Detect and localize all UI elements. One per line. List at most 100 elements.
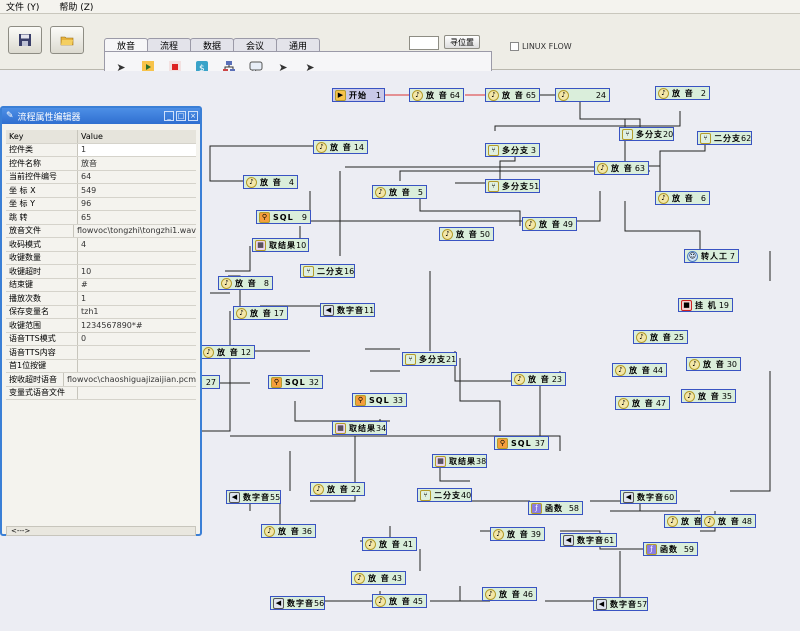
cursor-tool-icon[interactable]: ➤ [278,60,288,74]
property-row[interactable]: 控件名称放音 [6,157,196,171]
flow-node-play-24[interactable]: ♪24 [555,88,610,102]
play-tool-icon[interactable] [140,59,156,75]
cursor2-tool-icon[interactable]: ➤ [305,60,315,74]
open-button[interactable] [50,26,84,54]
property-value[interactable] [78,252,196,265]
property-row[interactable]: 结束键# [6,278,196,292]
flow-node-play-27[interactable]: 27 [200,375,220,389]
menu-file[interactable]: 文件 (Y) [6,3,40,13]
checkbox-box[interactable] [510,42,519,51]
property-value[interactable] [78,360,196,373]
property-value[interactable]: 1 [78,143,196,156]
property-value[interactable]: flowvoc\tongzhi\tongzhi1.wav [76,226,196,236]
tab-meeting[interactable]: 会议 [233,38,277,52]
tab-play[interactable]: 放音 [104,38,148,52]
property-value[interactable]: 1 [81,293,87,303]
property-value[interactable]: 64 [81,172,92,182]
locate-button[interactable]: 寻位置 [444,35,480,49]
property-value[interactable]: 4 [81,239,87,249]
dollar-tool-icon[interactable]: $ [194,59,210,75]
linux-flow-checkbox[interactable]: LINUX FLOW [510,42,572,51]
property-value[interactable]: 1234567890*# [81,320,143,330]
property-value[interactable]: tzh1 [81,307,99,317]
property-value[interactable]: 0 [81,334,87,344]
property-value[interactable]: 96 [81,199,92,209]
locate-input[interactable] [409,36,439,50]
minimize-icon[interactable]: _ [164,111,174,121]
property-row[interactable]: 变量式语音文件 [6,386,196,400]
maximize-icon[interactable]: □ [176,111,186,121]
tab-flow[interactable]: 流程 [147,38,191,52]
property-row[interactable]: 收键数量 [6,251,196,265]
property-row[interactable]: 语音TTS内容 [6,346,196,360]
property-value[interactable]: 549 [81,185,97,195]
menu-help[interactable]: 帮助 (Z) [59,3,94,13]
property-value[interactable]: 放音 [81,158,97,168]
stop-tool-icon[interactable] [167,59,183,75]
property-value[interactable]: # [81,280,88,290]
property-value[interactable]: 10 [81,266,92,276]
tab-general[interactable]: 通用 [276,38,320,52]
close-icon[interactable]: × [188,111,198,121]
property-value[interactable] [78,346,196,359]
